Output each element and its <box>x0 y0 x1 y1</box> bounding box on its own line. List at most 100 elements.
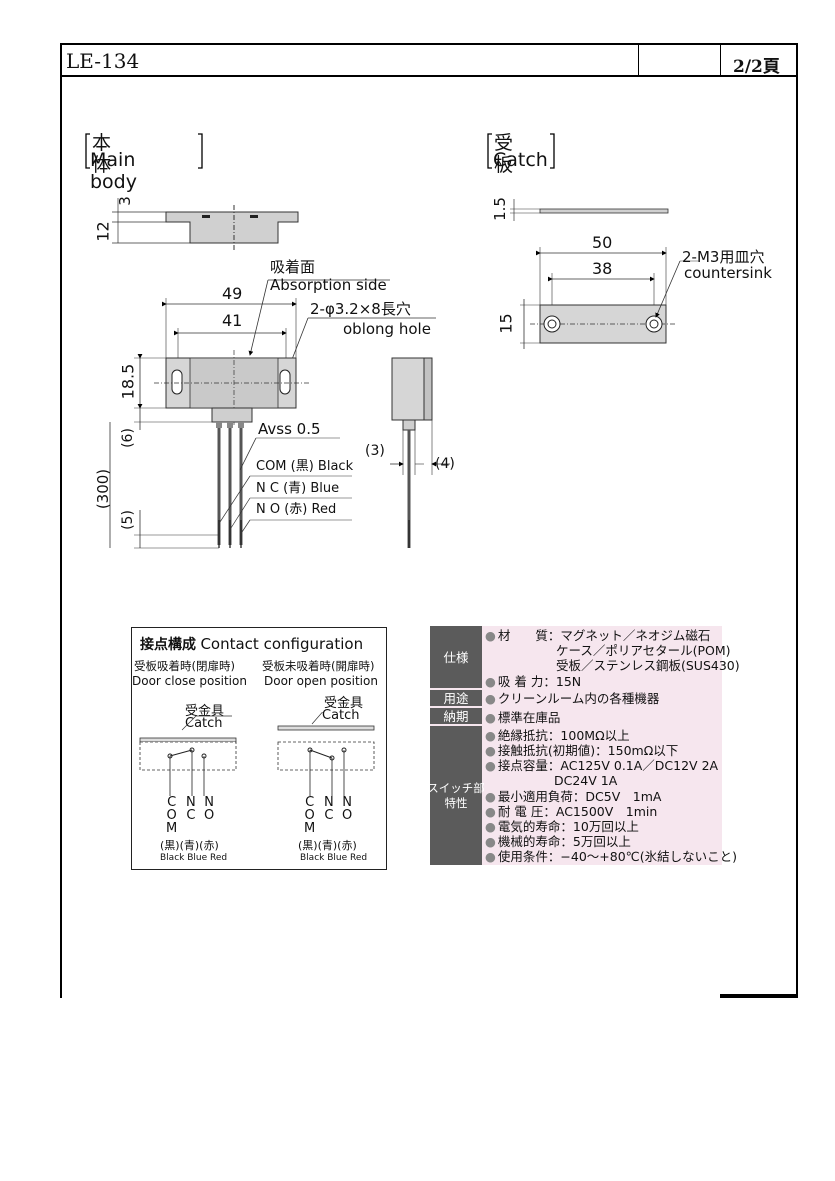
dim-5: (5) <box>119 510 136 530</box>
close-col-com: C O M <box>166 795 178 836</box>
close-colors-en: Black Blue Red <box>160 853 228 863</box>
absorption-label-en: Absorption side <box>270 276 387 294</box>
spec-delivery-text: 標準在庫品 <box>497 710 561 725</box>
main-body-title-jp: 本 体 <box>92 132 112 176</box>
catch-dim-50: 50 <box>592 233 613 252</box>
frame-top <box>60 43 798 45</box>
wire-no: N O (赤) Red <box>256 502 337 517</box>
spec-sw-1: ●絶縁抵抗：100MΩ以上 <box>485 728 630 743</box>
contact-title-en: Contact configuration <box>200 635 364 653</box>
spec-sw-3: ●接点容量：AC125V 0.1A／DC12V 2A <box>485 758 719 773</box>
spec-sw-3-text: 接点容量：AC125V 0.1A／DC12V 2A <box>497 758 719 773</box>
front-view <box>154 350 310 548</box>
dim-4p: (4) <box>435 456 455 472</box>
dim-6: (6) <box>119 428 136 448</box>
dim-300: (300) <box>94 468 113 510</box>
spec-sw-2: ●接触抵抗(初期値)：150mΩ以下 <box>485 743 679 758</box>
dim-12: 12 <box>93 221 113 242</box>
catch-dim-38: 38 <box>592 259 613 278</box>
spec-sw-2-text: 接触抵抗(初期値)：150mΩ以下 <box>497 743 679 758</box>
spec-force: ●吸 着 力：15N <box>485 674 582 689</box>
open-colors-en: Black Blue Red <box>300 853 368 863</box>
spec-material-1-text: 材 質：マグネット／ネオジム磁石 <box>497 628 711 643</box>
contact-config-box: 接点構成 Contact configuration 受板吸着時(閉扉時) Do… <box>131 627 387 870</box>
catch-dim-15: 15 <box>496 313 516 334</box>
close-col-no: N O <box>204 795 215 823</box>
contact-title-jp: 接点構成 <box>140 637 196 653</box>
catch-dim-1-5: 1.5 <box>490 197 509 221</box>
profile-view <box>112 198 299 250</box>
open-catch-jp: 受金具 <box>324 696 364 711</box>
spec-material-3: 受板／ステンレス鋼板(SUS430) <box>556 658 740 673</box>
dim-3: 3 <box>115 196 134 206</box>
spec-sw-7-text: 機械的寿命：5万回以上 <box>497 834 631 849</box>
contact-title: 接点構成 Contact configuration <box>140 634 363 654</box>
spec-sw-6-text: 電気的寿命：10万回以上 <box>497 819 639 834</box>
open-col-nc: N C <box>324 795 334 823</box>
dim-18-5: 18.5 <box>118 363 138 400</box>
header-divider-1 <box>638 43 639 76</box>
close-col-nc: N C <box>186 795 196 823</box>
catch-title-en: Catch <box>493 149 548 171</box>
spec-use-text: クリーンルーム内の各種機器 <box>497 691 660 706</box>
hole-label-en: oblong hole <box>343 320 431 338</box>
spec-material-2: ケース／ポリアセタール(POM) <box>556 643 731 658</box>
side-view <box>390 357 450 548</box>
frame-header-bottom <box>60 75 798 77</box>
spec-sw-8-text: 使用条件：−40〜+80℃(氷結しないこと) <box>497 849 737 864</box>
main-body-brackets <box>85 133 203 169</box>
spec-head-use: 用途 <box>430 690 482 706</box>
catch-profile <box>539 208 669 214</box>
absorption-leader <box>248 279 269 356</box>
spec-sw-1-text: 絶縁抵抗：100MΩ以上 <box>497 728 630 743</box>
spec-sw-4-text: 最小適用負荷：DC5V 1mA <box>497 789 662 804</box>
page-number: 2/2頁 <box>733 57 780 77</box>
spec-use: ●クリーンルーム内の各種機器 <box>485 691 660 706</box>
wire-nc: N C (青) Blue <box>256 481 340 496</box>
close-position-jp: 受板吸着時(閉扉時) <box>134 659 235 673</box>
open-col-com: C O M <box>304 795 316 836</box>
main-body-title-en: Main body <box>90 149 137 193</box>
spec-force-text: 吸 着 力：15N <box>497 674 582 689</box>
close-catch-en: Catch <box>185 716 223 731</box>
close-position-en: Door close position <box>132 674 247 688</box>
open-catch-en: Catch <box>322 708 360 723</box>
spec-head-spec: 仕様 <box>430 626 482 688</box>
spec-sw-5-text: 耐 電 圧：AC1500V 1min <box>497 804 658 819</box>
close-catch-jp: 受金具 <box>185 704 225 719</box>
open-colors-jp: (黒)(青)(赤) <box>298 839 357 852</box>
spec-table: 仕様 用途 納期 スイッチ部 特性 ●材 質：マグネット／ネオジム磁石 ケース／… <box>427 626 740 865</box>
spec-sw-8: ●使用条件：−40〜+80℃(氷結しないこと) <box>485 849 737 864</box>
spec-sw-3b: DC24V 1A <box>554 773 618 788</box>
frame-right <box>796 43 798 998</box>
wire-com: COM (黒) Black <box>256 459 354 474</box>
close-colors-jp: (黒)(青)(赤) <box>160 839 219 852</box>
catch-title-jp: 受 板 <box>494 132 514 176</box>
model-number: LE-134 <box>66 49 140 73</box>
spec-sw-6: ●電気的寿命：10万回以上 <box>485 819 639 834</box>
absorption-label-jp: 吸着面 <box>270 258 316 276</box>
hole-label-jp: 2-φ3.2×8長穴 <box>310 300 411 318</box>
catch-m3-en: countersink <box>684 264 772 282</box>
main-body-drawing <box>109 198 450 549</box>
open-position-en: Door open position <box>264 674 378 688</box>
contact-schematics <box>139 712 375 796</box>
spec-head-delivery: 納期 <box>430 708 482 724</box>
spec-sw-7: ●機械的寿命：5万回以上 <box>485 834 631 849</box>
dim-41: 41 <box>222 311 243 330</box>
frame-bottom-mark <box>720 994 798 998</box>
avss-label: Avss 0.5 <box>258 420 321 438</box>
catch-brackets <box>487 133 555 169</box>
dim-3p: (3) <box>365 443 385 459</box>
frame-left <box>60 43 62 998</box>
open-col-no: N O <box>342 795 353 823</box>
catch-drawing <box>510 199 700 349</box>
spec-delivery: ●標準在庫品 <box>485 710 561 725</box>
spec-head-switch: スイッチ部 特性 <box>427 726 485 865</box>
catch-m3-jp: 2-M3用皿穴 <box>682 248 765 266</box>
dim-49: 49 <box>222 284 243 303</box>
header-divider-2 <box>720 43 721 76</box>
open-position-jp: 受板未吸着時(開扉時) <box>262 659 375 673</box>
spec-material-1: ●材 質：マグネット／ネオジム磁石 <box>485 628 711 643</box>
spec-sw-5: ●耐 電 圧：AC1500V 1min <box>485 804 658 819</box>
